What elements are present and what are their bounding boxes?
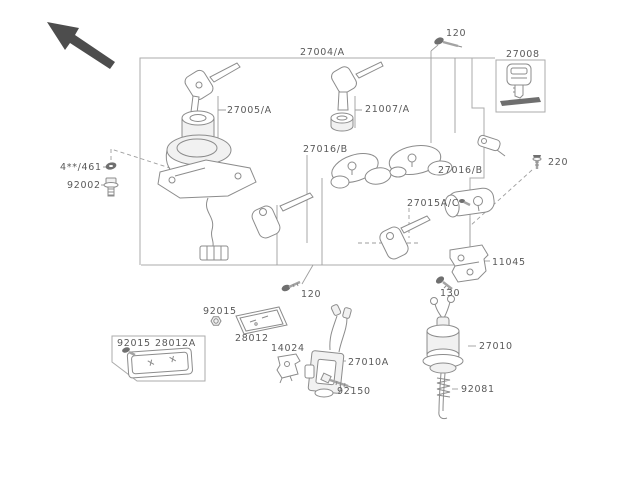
nut-92015-icon bbox=[210, 316, 222, 326]
part-label-92015-top: 92015 bbox=[203, 306, 237, 317]
switch-27010-drawing bbox=[422, 295, 464, 420]
spring-92081-icon bbox=[436, 377, 451, 398]
bolt-92002-icon bbox=[103, 177, 119, 197]
screw-120-mid-icon bbox=[281, 280, 301, 292]
part-label-27008: 27008 bbox=[506, 49, 540, 60]
part-label-28012: 28012 bbox=[235, 333, 269, 344]
bolt-92150-icon bbox=[320, 372, 353, 388]
screw-120-top-icon bbox=[434, 37, 463, 48]
part-label-14024: 14024 bbox=[271, 343, 305, 354]
seat-lock-left-drawing bbox=[330, 153, 392, 189]
bracket-11045-drawing bbox=[449, 244, 489, 283]
key-set-box-outline bbox=[495, 59, 546, 113]
lock-cylinder-drawing bbox=[330, 61, 384, 132]
leader-lines bbox=[101, 44, 533, 390]
screw-130-icon bbox=[435, 276, 453, 291]
screw-92015-box-icon bbox=[122, 347, 136, 357]
direction-arrow-icon bbox=[47, 22, 115, 69]
key-set-drawing bbox=[500, 63, 541, 106]
reflector-28012-drawing bbox=[235, 306, 288, 335]
reflector-box-outline bbox=[111, 335, 206, 382]
key-blank-left-drawing bbox=[251, 192, 314, 239]
part-label-220: 220 bbox=[548, 157, 568, 168]
part-label-451: 4**/461 bbox=[60, 162, 102, 173]
part-label-120-mid: 120 bbox=[301, 289, 321, 300]
helmet-lock-screw-icon bbox=[459, 199, 471, 207]
part-label-130: 130 bbox=[440, 288, 460, 299]
part-label-92015-box: 92015 bbox=[117, 338, 151, 349]
ignition-switch-drawing bbox=[157, 62, 257, 261]
part-label-120-top: 120 bbox=[446, 28, 466, 39]
bracket-14024-drawing bbox=[276, 353, 301, 384]
part-labels: 27004/A 120 27008 27005/A 21007/A 27016/… bbox=[60, 28, 568, 397]
washer-451-icon bbox=[105, 162, 117, 170]
part-label-27005a: 27005/A bbox=[227, 105, 272, 116]
part-label-92002: 92002 bbox=[67, 180, 101, 191]
diagram-boundary-lines bbox=[111, 57, 546, 382]
part-label-27010a: 27010A bbox=[348, 357, 389, 368]
part-label-27015ac: 27015A/C bbox=[407, 198, 459, 209]
part-label-27010: 27010 bbox=[479, 341, 513, 352]
part-label-92081: 92081 bbox=[461, 384, 495, 395]
seat-lock-right-drawing bbox=[388, 144, 453, 178]
latch-piece-drawing bbox=[477, 134, 506, 157]
part-label-92150: 92150 bbox=[337, 386, 371, 397]
key-blank-middle-drawing bbox=[379, 215, 431, 260]
part-label-27004a: 27004/A bbox=[300, 47, 345, 58]
part-label-27016b-left: 27016/B bbox=[303, 144, 348, 155]
helmet-lock-drawing bbox=[444, 187, 495, 218]
part-label-28012a: 28012A bbox=[155, 338, 196, 349]
part-label-11045: 11045 bbox=[492, 257, 526, 268]
screw-220-icon bbox=[532, 155, 542, 169]
part-label-21007a: 21007/A bbox=[365, 104, 410, 115]
reflector-28012a-drawing bbox=[126, 347, 193, 379]
part-label-27016b-right: 27016/B bbox=[438, 165, 483, 176]
